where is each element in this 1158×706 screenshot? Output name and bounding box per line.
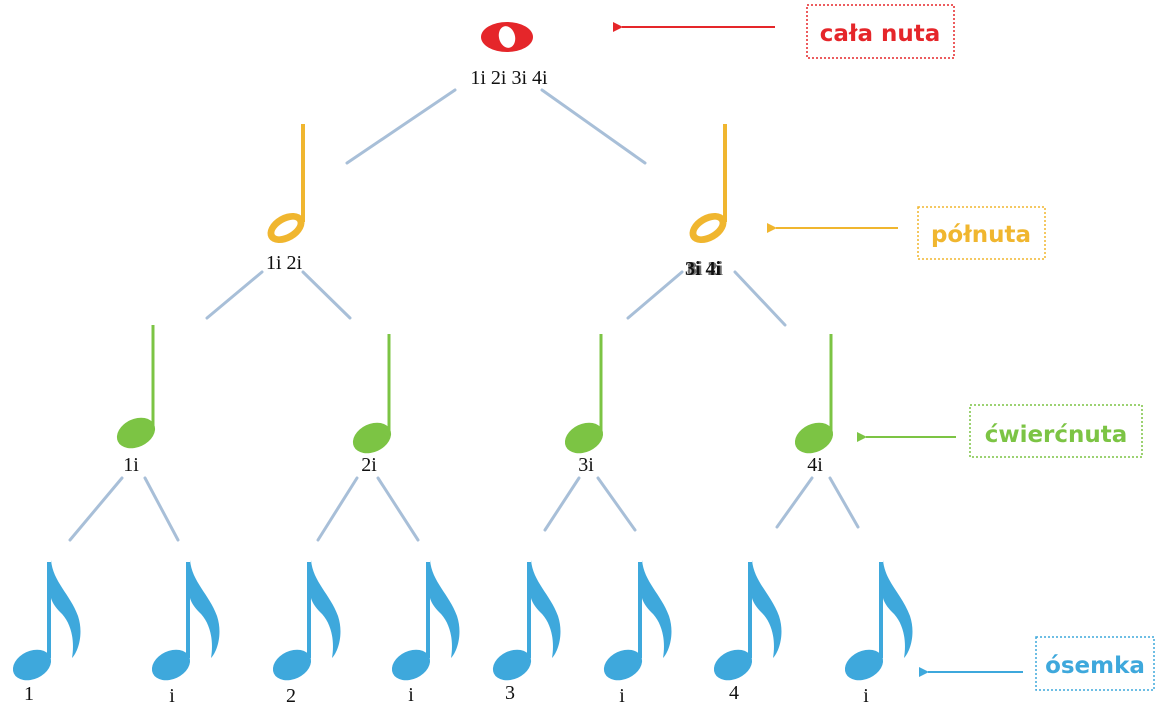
eighth-note-count: i: [863, 685, 869, 706]
branch-line: [376, 476, 420, 542]
quarter-note-label-group: ćwierćnuta: [857, 404, 1143, 458]
half-note-label: półnuta: [931, 222, 1031, 248]
eighth-note-icon: [603, 560, 672, 681]
eighth-note-label: ósemka: [1045, 653, 1145, 679]
half-note-label-box: [917, 206, 1046, 260]
branch-line: [301, 270, 352, 320]
quarter-note-icon: [564, 334, 604, 454]
half-note-count-overlap: 8i 2i: [687, 258, 724, 280]
quarter-note-icon: [352, 334, 392, 454]
half-note-icon: [689, 124, 727, 244]
branch-line: [733, 270, 787, 327]
eighth-note-icon: [272, 560, 341, 681]
quarter-note-label-box: [969, 404, 1143, 458]
whole-note-label: cała nuta: [820, 21, 940, 47]
branch-line: [828, 476, 860, 529]
quarter-note-count: 2i: [361, 454, 377, 476]
branch-lines: [68, 88, 860, 542]
eighth-note-label-group: ósemka: [919, 636, 1155, 691]
eighth-note-icon: [391, 560, 460, 681]
eighth-note-count: 1: [24, 683, 34, 705]
eighth-note-count: 2: [286, 685, 296, 706]
eighth-note-icon: [713, 560, 782, 681]
eighth-note-icon: [844, 560, 913, 681]
half-note-count: 1i 2i: [266, 252, 303, 274]
eighth-note-count: 4: [729, 682, 739, 704]
half-note-icon: [267, 124, 305, 244]
eighth-note-icon: [151, 560, 220, 681]
whole-note-icon: [481, 22, 533, 52]
branch-line: [68, 476, 124, 542]
eighth-note-icon: [12, 560, 81, 681]
half-note-count: 3i 4i: [685, 258, 722, 280]
eighth-note-icon: [492, 560, 561, 681]
whole-note-label-box: [806, 4, 955, 59]
branch-line: [775, 476, 814, 529]
branch-line: [345, 88, 457, 165]
branch-line: [596, 476, 637, 532]
quarter-note-label: ćwierćnuta: [985, 422, 1128, 448]
quarter-note-count: 1i: [123, 454, 139, 476]
eighth-note-count: i: [619, 685, 625, 706]
eighth-note-count: i: [169, 685, 175, 706]
branch-line: [626, 270, 684, 320]
quarter-note-icon: [794, 334, 834, 454]
whole-note-label-group: cała nuta: [613, 4, 955, 59]
branch-line: [540, 88, 647, 165]
branch-line: [205, 270, 264, 320]
branch-line: [543, 476, 581, 532]
eighth-note-count: i: [408, 684, 414, 706]
branch-line: [316, 476, 359, 542]
eighth-note-count: 3: [505, 682, 515, 704]
branch-line: [143, 476, 180, 542]
half-note-label-group: półnuta: [767, 206, 1046, 260]
quarter-note-count: 4i: [807, 454, 823, 476]
quarter-note-icon: [116, 325, 156, 449]
eighth-note-label-box: [1035, 636, 1155, 691]
whole-note-count: 1i 2i 3i 4i: [470, 67, 548, 89]
quarter-note-count: 3i: [578, 454, 594, 476]
